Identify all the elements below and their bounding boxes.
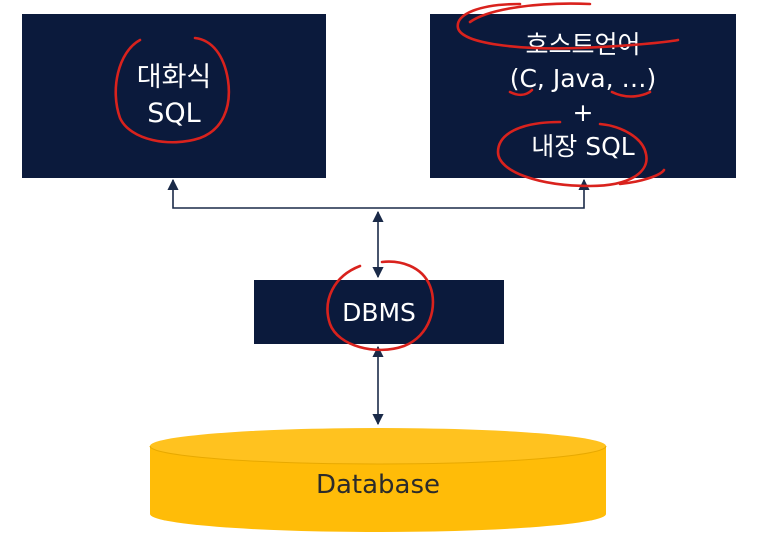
host-language-box: 호스트언어 (C, Java, …) + 내장 SQL: [430, 14, 736, 178]
host-language-line2: (C, Java, …): [509, 64, 657, 93]
embedded-sql-label: 내장 SQL: [531, 132, 635, 161]
interactive-sql-line1: 대화식: [136, 62, 212, 93]
interactive-sql-box: 대화식 SQL: [22, 14, 326, 178]
interactive-sql-line2: SQL: [147, 98, 201, 129]
host-language-line1: 호스트언어: [525, 30, 641, 59]
database-label: Database: [315, 470, 441, 500]
dbms-label: DBMS: [342, 297, 416, 327]
branch-connector: [167, 178, 590, 209]
dbms-box: DBMS: [254, 280, 504, 344]
host-language-plus: +: [572, 98, 594, 127]
